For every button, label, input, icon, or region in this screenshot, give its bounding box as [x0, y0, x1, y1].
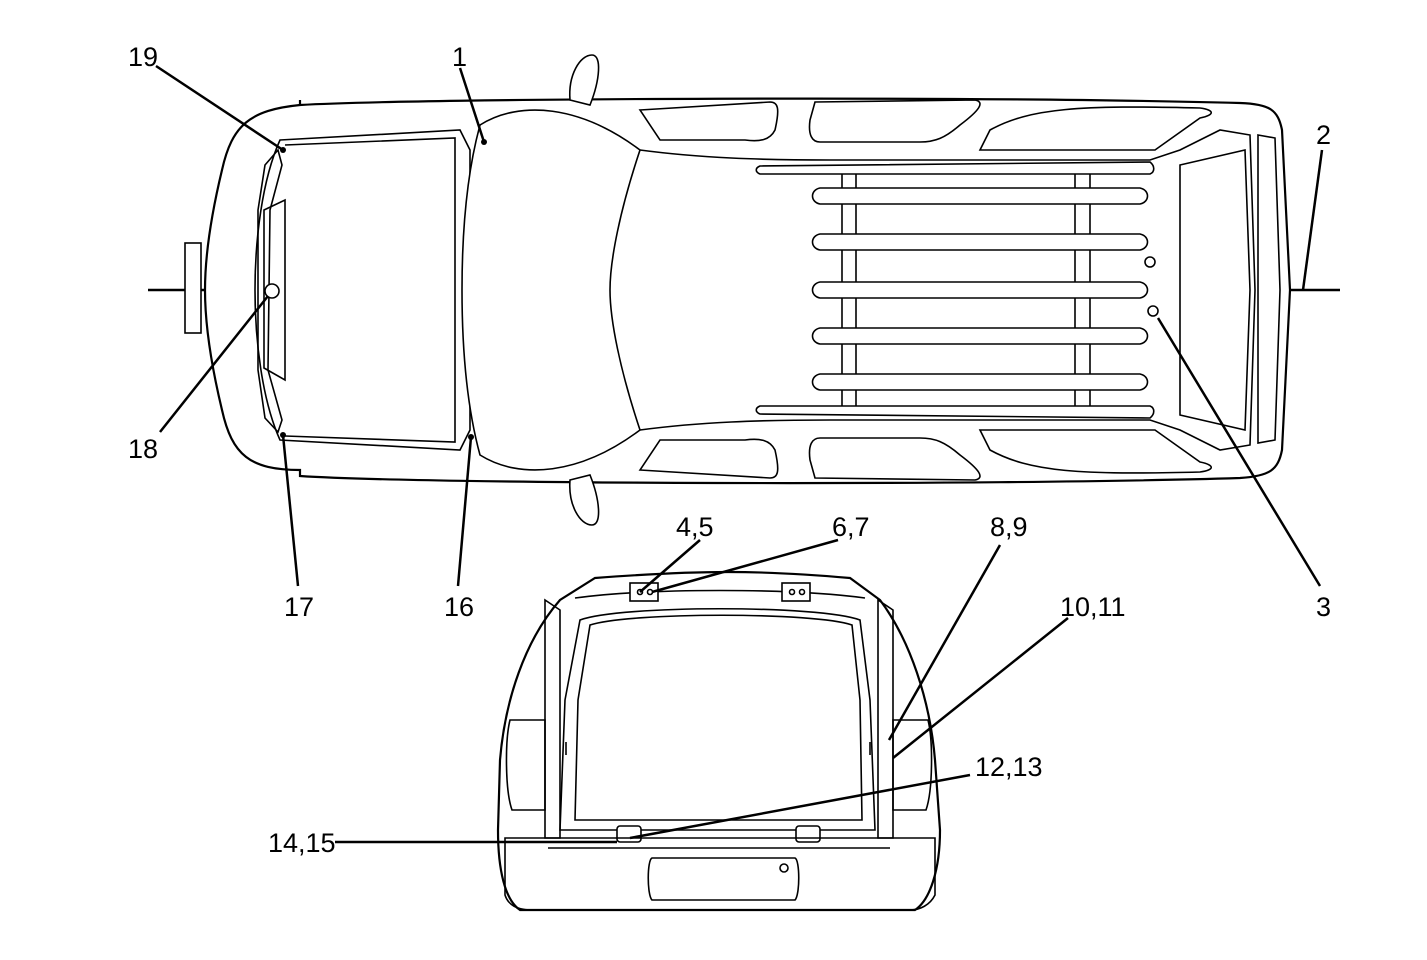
- side-window-top-1: [638, 101, 779, 142]
- leader-12-13: [629, 773, 971, 840]
- leader-6-7: [651, 538, 839, 594]
- left-hinge: [629, 582, 659, 602]
- side-window-bottom-3: [978, 429, 1213, 474]
- reference-point-3-hole: [1147, 305, 1159, 317]
- side-window-top-3: [978, 106, 1213, 151]
- front-tow-plate: [184, 242, 202, 334]
- side-window-bottom-2: [808, 437, 981, 481]
- roof-panel: [639, 129, 1256, 451]
- leader-8-9: [887, 544, 1002, 741]
- rear-spoiler: [1257, 134, 1281, 444]
- right-tail-lamp: [892, 719, 933, 811]
- left-tail-lamp: [505, 719, 546, 811]
- right-striker-bracket: [795, 825, 821, 843]
- hood-inner-strip: [257, 148, 283, 434]
- reference-labels: 19 1 2 3 18 17 16 4,5 6,7 8,9 10,11 12,1…: [128, 42, 1331, 858]
- leader-3: [1156, 317, 1322, 587]
- leader-16: [456, 436, 473, 587]
- leader-10-11: [892, 617, 1069, 759]
- side-window-top-2: [808, 99, 981, 143]
- leader-17: [281, 434, 300, 587]
- hood-center-bar: [263, 198, 286, 382]
- roof-rack: [755, 161, 1155, 419]
- reference-point-18-hole: [264, 283, 280, 299]
- label-4-5: 4,5: [676, 512, 714, 542]
- leader-4-5: [639, 539, 701, 593]
- rear-glass: [1179, 149, 1251, 431]
- label-14-15: 14,15: [268, 828, 336, 858]
- right-hinge: [781, 582, 811, 602]
- leader-2: [1301, 149, 1324, 291]
- label-2: 2: [1316, 120, 1331, 150]
- label-10-11: 10,11: [1060, 592, 1126, 622]
- roof-hole-1: [1144, 256, 1156, 268]
- liftgate-opening: [559, 607, 876, 831]
- label-12-13: 12,13: [975, 752, 1043, 782]
- label-19: 19: [128, 42, 158, 72]
- hood-outline: [254, 129, 471, 451]
- leader-18: [159, 295, 269, 433]
- vehicle-rear-view: [496, 570, 942, 912]
- label-17: 17: [284, 592, 314, 622]
- side-window-bottom-1: [638, 438, 779, 479]
- label-3: 3: [1316, 592, 1331, 622]
- leader-lines: [155, 64, 1324, 844]
- label-6-7: 6,7: [832, 512, 870, 542]
- vehicle-top-view: [148, 54, 1340, 526]
- hood-panel: [284, 137, 456, 443]
- license-plate-pocket: [647, 857, 800, 901]
- leader-19: [155, 64, 284, 152]
- rear-roof-trim: [574, 589, 866, 599]
- rear-window: [574, 614, 863, 821]
- label-18: 18: [128, 434, 158, 464]
- left-striker-bracket: [616, 825, 642, 843]
- label-16: 16: [444, 592, 474, 622]
- mirror-top: [569, 54, 600, 106]
- rear-bumper: [504, 837, 936, 911]
- leader-1: [458, 67, 486, 143]
- label-1: 1: [452, 42, 467, 72]
- label-8-9: 8,9: [990, 512, 1028, 542]
- mirror-bottom: [569, 474, 600, 526]
